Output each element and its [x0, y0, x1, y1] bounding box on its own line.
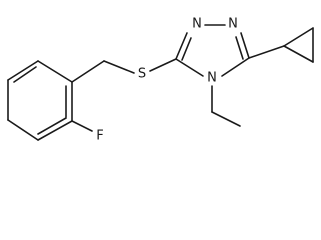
bond-n1-c5: [240, 32, 250, 59]
bond-c5-n4: [221, 57, 250, 77]
bond-ring-to-ch2: [71, 60, 105, 83]
bond-c3-n2: [175, 32, 188, 60]
bond-benzene-4: [7, 119, 39, 141]
bond-ethyl-ch2-ch3: [211, 111, 241, 127]
atom-n-top-right: N: [228, 17, 238, 32]
triazole-ring: [175, 24, 250, 77]
benzene-ring: [7, 60, 73, 141]
bond-benzene-5: [37, 120, 73, 141]
bond-benzene-double-2: [37, 117, 67, 135]
molecule-svg: N N N S F: [7, 17, 314, 144]
bond-benzene-2: [7, 60, 39, 81]
atom-fluorine: F: [96, 129, 103, 144]
atom-sulfur: S: [138, 67, 146, 82]
bond-n1-c5-double: [235, 36, 244, 60]
bond-benzene-1: [37, 60, 73, 83]
cyclopropyl-group: [248, 27, 314, 63]
bond-cyclopropyl-3: [283, 45, 314, 63]
molecule-structure-diagram: N N N S F: [7, 16, 314, 144]
bond-cyclopropyl-1: [283, 27, 314, 47]
bond-ring-to-f: [71, 120, 93, 132]
bond-c3-n2-double: [181, 37, 192, 61]
bond-ch2-to-s: [103, 60, 135, 74]
bond-n4-c3: [175, 58, 204, 77]
bond-c5-cyclopropyl: [248, 45, 285, 59]
atom-n-ring-lower: N: [207, 71, 217, 86]
atom-n-top-left: N: [192, 17, 202, 32]
bond-s-to-triazole: [149, 58, 177, 72]
bond-benzene-double-1: [13, 66, 37, 83]
